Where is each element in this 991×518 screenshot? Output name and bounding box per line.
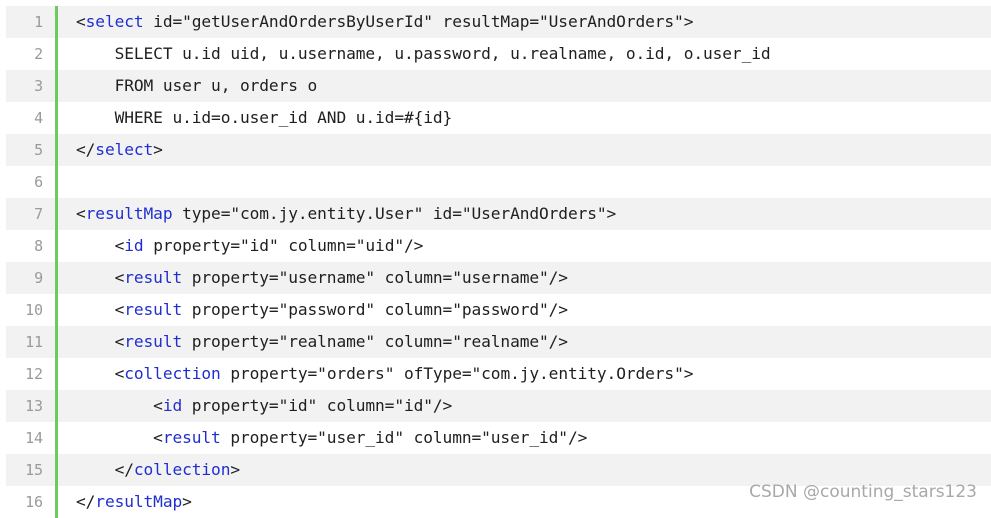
line-number: 4 [6,102,58,134]
line-number: 10 [6,294,58,326]
code-line: 7<resultMap type="com.jy.entity.User" id… [6,198,991,230]
code-line: 6 [6,166,991,198]
code-line: 8 <id property="id" column="uid"/> [6,230,991,262]
xml-tag-name: resultMap [85,204,173,223]
xml-tag-name: result [162,428,221,447]
code-token: property="orders" ofType="com.jy.entity.… [220,364,694,383]
line-number: 13 [6,390,58,422]
code-line-text: <result property="user_id" column="user_… [58,422,587,454]
code-token: id="getUserAndOrdersByUserId" resultMap=… [143,12,694,31]
indent [76,76,115,95]
code-line-text: <result property="username" column="user… [58,262,568,294]
code-line-text: </select> [58,134,163,166]
indent [76,268,115,287]
xml-tag-name: collection [124,364,221,383]
code-token: WHERE u.id=o.user_id AND u.id=#{id} [114,108,453,127]
code-token: < [153,396,163,415]
indent [76,460,115,479]
indent [76,332,115,351]
indent [76,108,115,127]
code-line-text: WHERE u.id=o.user_id AND u.id=#{id} [58,102,453,134]
line-number: 7 [6,198,58,230]
line-number: 11 [6,326,58,358]
xml-tag-name: collection [133,460,231,479]
code-token: > [182,492,192,511]
code-token: < [76,204,86,223]
code-token: </ [114,460,134,479]
xml-tag-name: id [124,236,144,255]
line-number: 6 [6,166,58,198]
code-token: FROM user u, orders o [114,76,318,95]
code-token: property="id" column="uid"/> [143,236,424,255]
code-line: 11 <result property="realname" column="r… [6,326,991,358]
code-line: 9 <result property="username" column="us… [6,262,991,294]
code-token: < [114,268,125,287]
indent [76,364,115,383]
code-token: </ [76,492,96,511]
code-line-text: <id property="id" column="uid"/> [58,230,424,262]
code-line-text: </collection> [58,454,241,486]
code-line: 4 WHERE u.id=o.user_id AND u.id=#{id} [6,102,991,134]
code-block: 1<select id="getUserAndOrdersByUserId" r… [6,6,991,518]
xml-tag-name: select [95,140,154,159]
line-number: 9 [6,262,58,294]
line-number: 3 [6,70,58,102]
xml-tag-name: result [124,332,183,351]
xml-tag-name: resultMap [95,492,183,511]
code-line-text: <result property="password" column="pass… [58,294,568,326]
code-line-text: <result property="realname" column="real… [58,326,568,358]
code-token: property="user_id" column="user_id"/> [220,428,588,447]
code-token: property="realname" column="realname"/> [182,332,568,351]
indent [76,236,115,255]
code-line-text: SELECT u.id uid, u.username, u.password,… [58,38,771,70]
line-number: 2 [6,38,58,70]
code-token: > [230,460,241,479]
indent [76,428,153,447]
line-number: 1 [6,6,58,38]
code-line-text: <select id="getUserAndOrdersByUserId" re… [58,6,693,38]
code-line: 15 </collection> [6,454,991,486]
code-line-text: <id property="id" column="id"/> [58,390,452,422]
code-token: < [153,428,163,447]
code-line: 1<select id="getUserAndOrdersByUserId" r… [6,6,991,38]
code-token: type="com.jy.entity.User" id="UserAndOrd… [172,204,617,223]
code-line: 14 <result property="user_id" column="us… [6,422,991,454]
code-line: 12 <collection property="orders" ofType=… [6,358,991,390]
line-number: 16 [6,486,58,518]
code-token: property="id" column="id"/> [182,396,453,415]
code-token: > [153,140,163,159]
line-number: 12 [6,358,58,390]
code-token: < [114,332,125,351]
code-token: < [114,364,125,383]
xml-tag-name: result [124,300,183,319]
code-token: property="password" column="password"/> [182,300,568,319]
code-line-text: <collection property="orders" ofType="co… [58,358,694,390]
code-token: < [114,236,125,255]
line-number: 15 [6,454,58,486]
indent [76,396,153,415]
xml-tag-name: result [124,268,183,287]
code-token: SELECT u.id uid, u.username, u.password,… [114,44,771,63]
code-line: 3 FROM user u, orders o [6,70,991,102]
indent [76,44,115,63]
line-number: 5 [6,134,58,166]
xml-tag-name: id [162,396,183,415]
line-number: 8 [6,230,58,262]
code-line: 10 <result property="password" column="p… [6,294,991,326]
code-line: 13 <id property="id" column="id"/> [6,390,991,422]
code-token: < [114,300,125,319]
code-line-text: <resultMap type="com.jy.entity.User" id=… [58,198,616,230]
code-token: property="username" column="username"/> [182,268,568,287]
xml-tag-name: select [85,12,144,31]
code-line: 5</select> [6,134,991,166]
code-token: </ [76,140,96,159]
code-line-text: </resultMap> [58,486,192,518]
code-line: 2 SELECT u.id uid, u.username, u.passwor… [6,38,991,70]
code-line-text: FROM user u, orders o [58,70,318,102]
csdn-watermark: CSDN @counting_stars123 [749,482,977,502]
indent [76,300,115,319]
code-token: < [76,12,86,31]
line-number: 14 [6,422,58,454]
